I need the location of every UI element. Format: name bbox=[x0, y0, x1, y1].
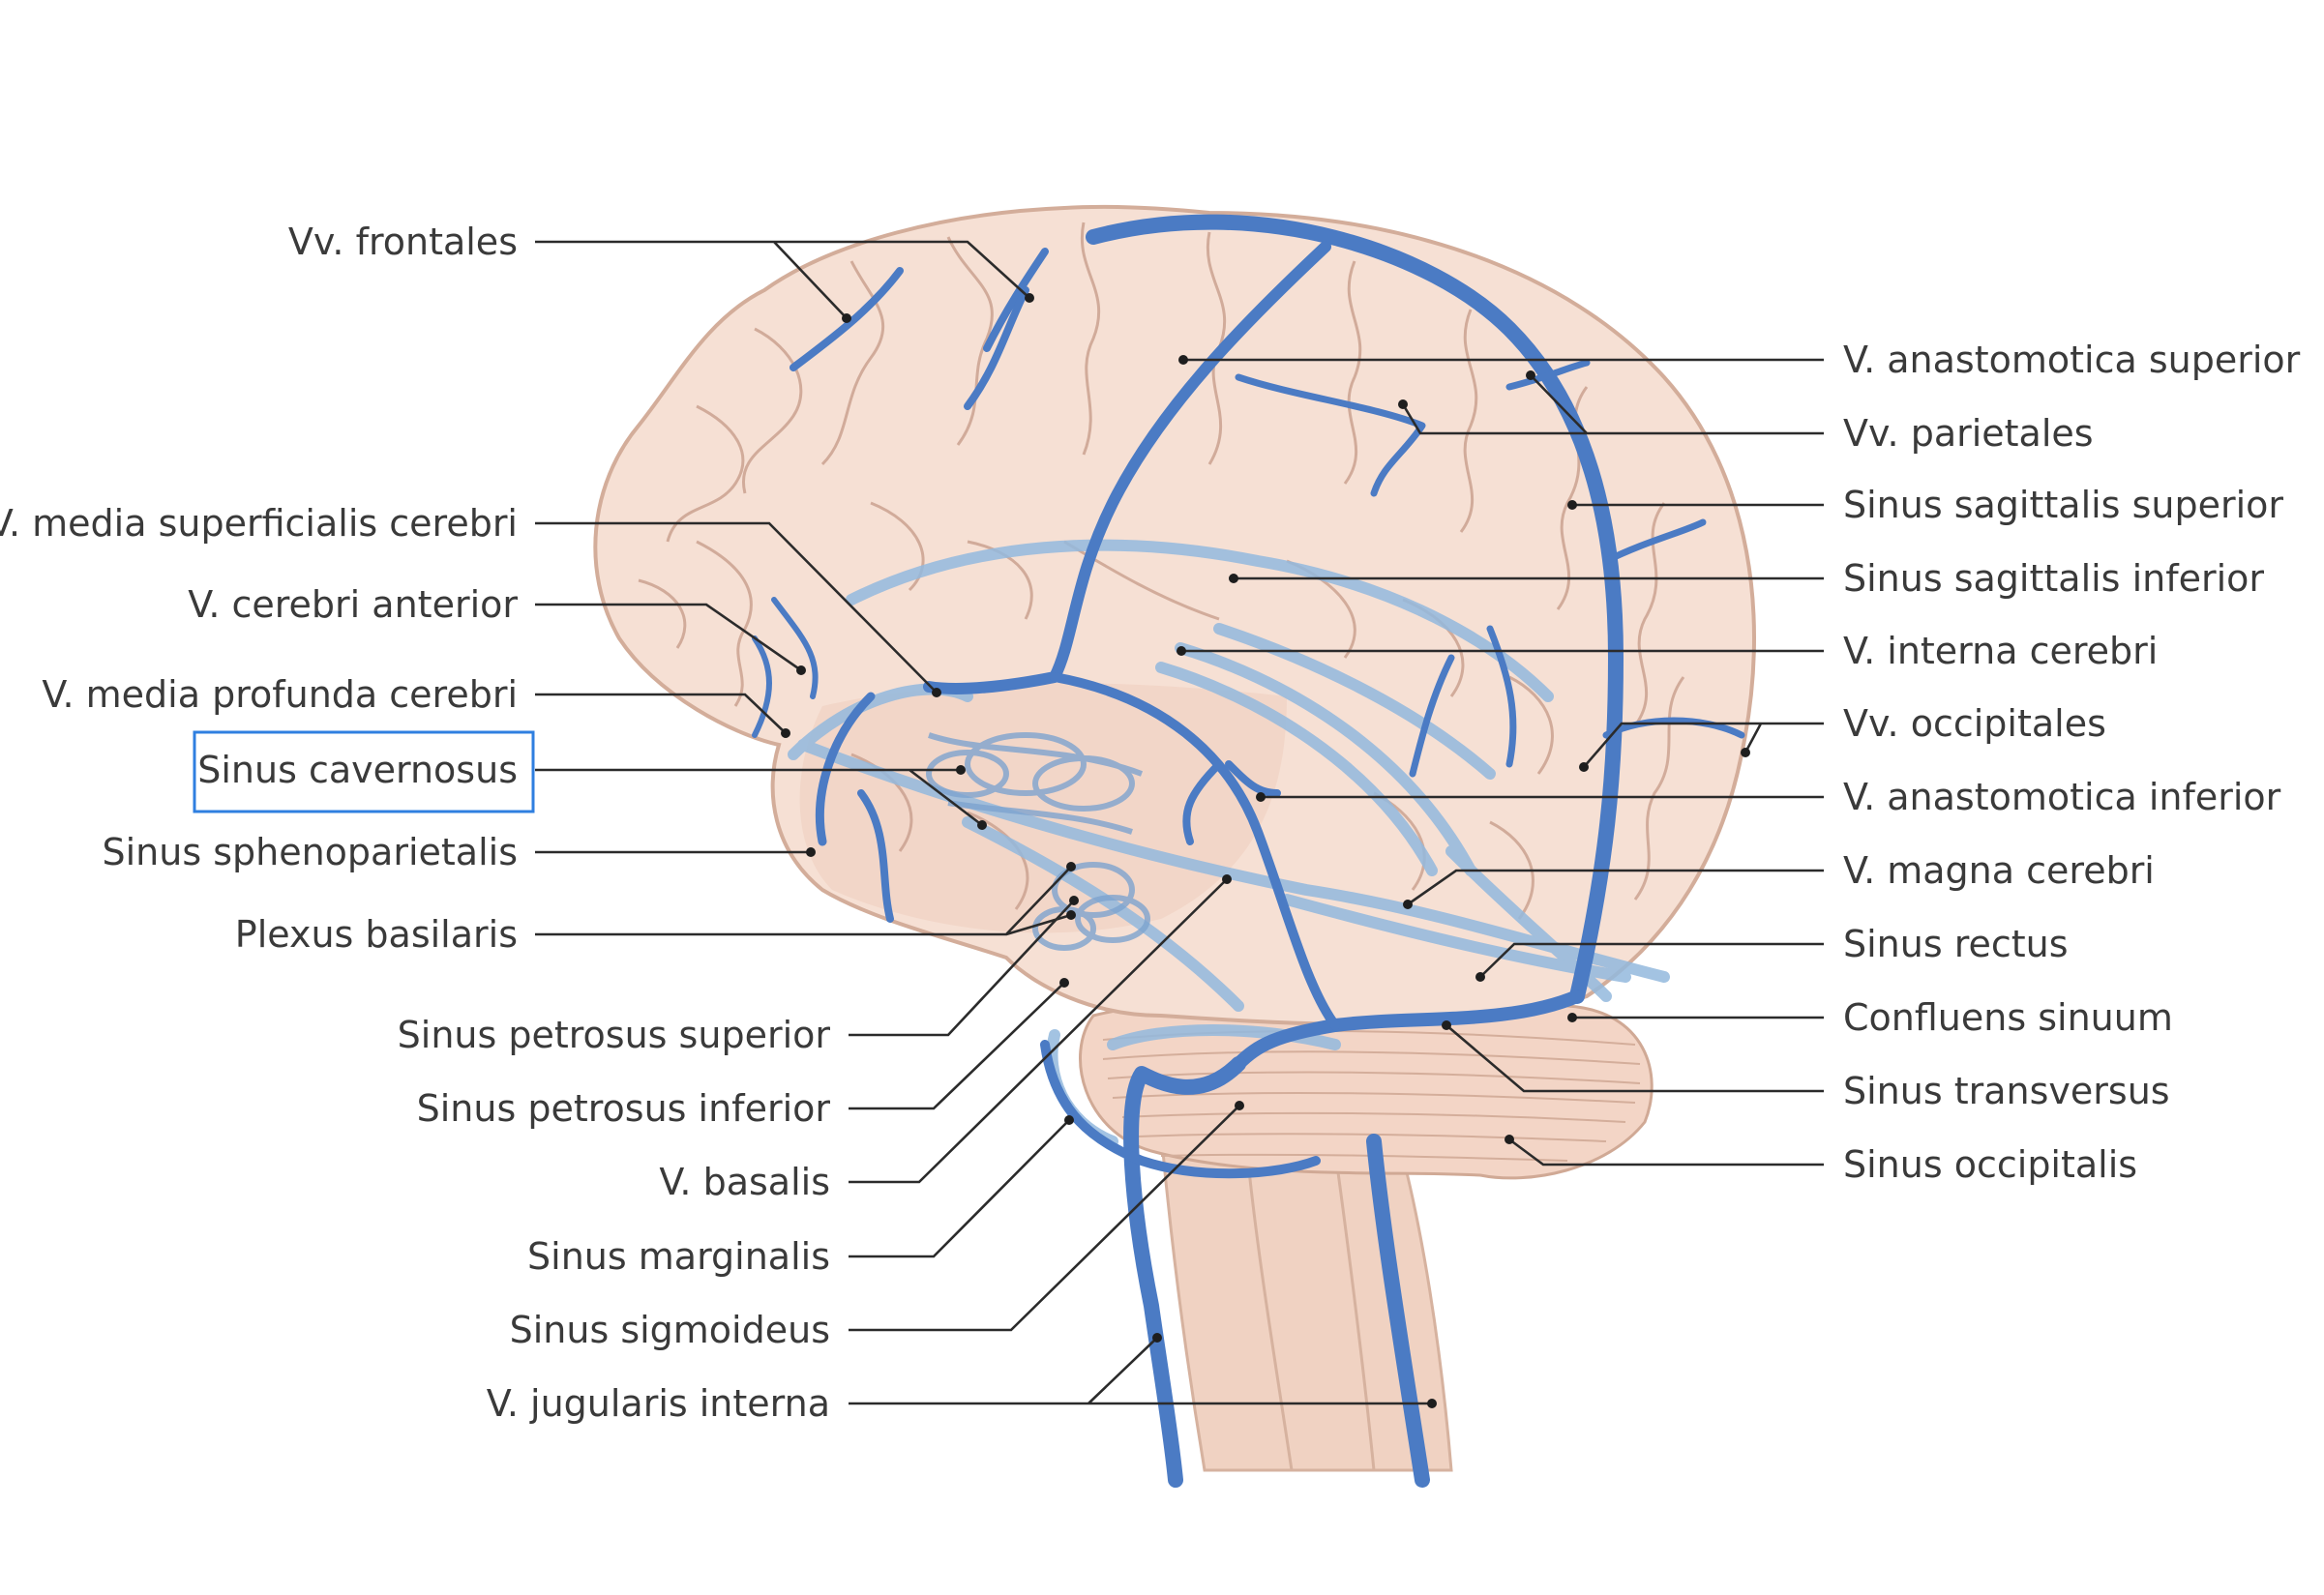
labels-left: Vv. frontales V. media superficialis cer… bbox=[0, 221, 1437, 1425]
label-v-magna-cerebri: V. magna cerebri bbox=[1843, 849, 2155, 892]
label-v-interna-cerebri: V. interna cerebri bbox=[1843, 630, 2158, 672]
labels-right: V. anastomotica superior Vv. parietales … bbox=[1177, 339, 2301, 1186]
label-sinus-sigmoideus: Sinus sigmoideus bbox=[510, 1309, 830, 1351]
label-plexus-basilaris: Plexus basilaris bbox=[235, 913, 518, 956]
label-vv-parietales: Vv. parietales bbox=[1843, 412, 2094, 455]
label-v-anastomotica-superior: V. anastomotica superior bbox=[1843, 339, 2301, 381]
label-vv-occipitales: Vv. occipitales bbox=[1843, 702, 2106, 745]
brain-illustration bbox=[593, 204, 1757, 1488]
superficial-veins bbox=[752, 214, 1745, 1488]
label-sinus-sagittalis-superior: Sinus sagittalis superior bbox=[1843, 484, 2283, 526]
label-sinus-petrosus-superior: Sinus petrosus superior bbox=[398, 1014, 831, 1056]
label-sinus-cavernosus: Sinus cavernosus bbox=[197, 749, 518, 791]
label-sinus-sagittalis-inferior: Sinus sagittalis inferior bbox=[1843, 557, 2264, 600]
label-confluens-sinuum: Confluens sinuum bbox=[1843, 996, 2173, 1039]
label-sinus-sphenoparietalis: Sinus sphenoparietalis bbox=[102, 831, 518, 873]
label-v-media-superficialis-cerebri: V. media superficialis cerebri bbox=[0, 502, 518, 545]
label-v-jugularis-interna: V. jugularis interna bbox=[487, 1382, 830, 1425]
label-vv-frontales: Vv. frontales bbox=[288, 221, 518, 263]
label-v-cerebri-anterior: V. cerebri anterior bbox=[188, 583, 518, 626]
label-sinus-rectus: Sinus rectus bbox=[1843, 923, 2069, 965]
label-v-media-profunda-cerebri: V. media profunda cerebri bbox=[42, 673, 518, 716]
label-sinus-transversus: Sinus transversus bbox=[1843, 1070, 2170, 1112]
highlight-box bbox=[193, 730, 535, 813]
label-sinus-marginalis: Sinus marginalis bbox=[527, 1235, 830, 1278]
label-sinus-occipitalis: Sinus occipitalis bbox=[1843, 1143, 2137, 1186]
label-v-anastomotica-inferior: V. anastomotica inferior bbox=[1843, 776, 2281, 818]
label-v-basalis: V. basalis bbox=[659, 1161, 830, 1203]
label-sinus-petrosus-inferior: Sinus petrosus inferior bbox=[417, 1087, 831, 1130]
